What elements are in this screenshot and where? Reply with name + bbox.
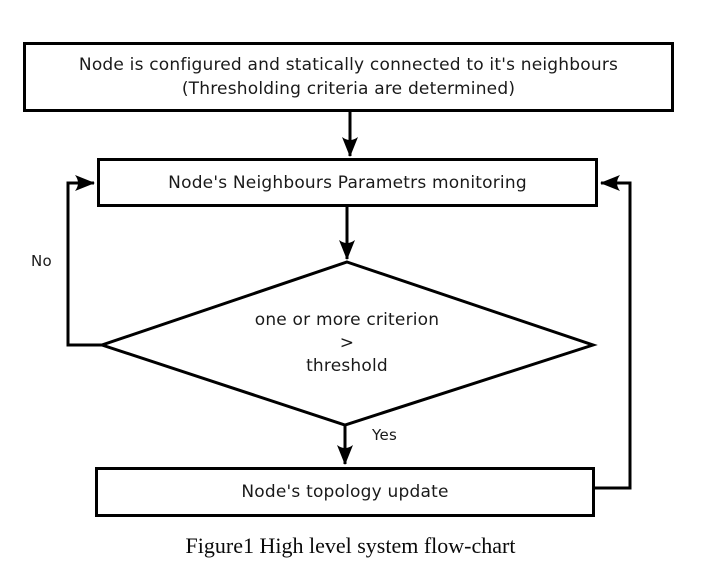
monitoring-node-text: Node's Neighbours Parametrs monitoring (168, 172, 527, 193)
update-node-text: Node's topology update (241, 482, 449, 502)
start-node-box: Node is configured and statically connec… (23, 42, 674, 112)
update-node-box: Node's topology update (95, 467, 595, 517)
decision-text-line1: one or more criterion (254, 309, 440, 330)
arrow-no-loop-to-monitoring (66, 175, 102, 347)
start-node-text-line2: (Thresholding criteria are determined) (181, 79, 516, 99)
edge-label-no: No (31, 252, 52, 270)
monitoring-node-box: Node's Neighbours Parametrs monitoring (97, 158, 598, 207)
edge-label-yes: Yes (372, 426, 398, 444)
decision-diamond-text: one or more criterion > threshold (197, 306, 497, 380)
decision-text-line2: > (339, 332, 355, 353)
start-node-text-line1: Node is configured and statically connec… (78, 55, 619, 75)
decision-text-line3: threshold (306, 355, 388, 376)
arrow-update-loop-to-monitoring (595, 175, 632, 490)
figure-caption: Figure1 High level system flow-chart (185, 533, 516, 558)
